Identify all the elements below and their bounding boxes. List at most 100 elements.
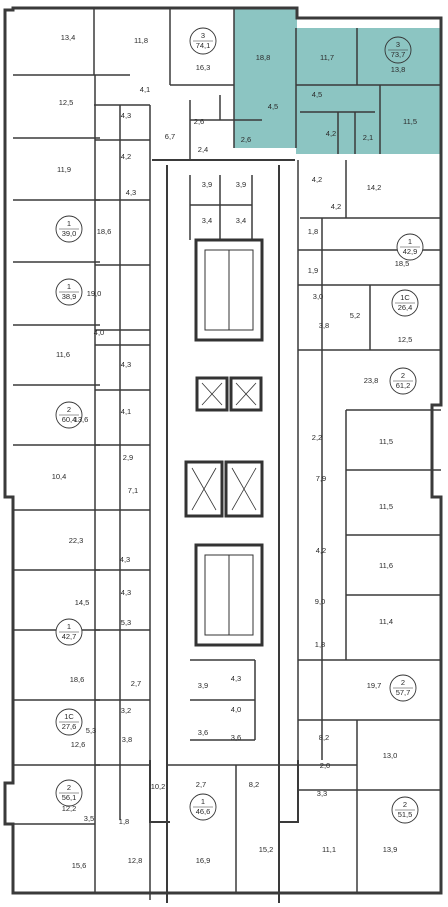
apartment-marker[interactable]: 139,0 — [55, 215, 83, 243]
apartment-area: 73,7 — [391, 50, 406, 59]
apartment-marker[interactable]: 251,5 — [391, 796, 419, 824]
room-area-label: 2,9 — [123, 453, 133, 462]
room-area-label: 4,3 — [126, 188, 136, 197]
room-area-label: 7,9 — [316, 474, 326, 483]
apartment-marker[interactable]: 256,1 — [55, 779, 83, 807]
room-area-label: 1,8 — [119, 817, 129, 826]
room-area-label: 11,6 — [379, 561, 393, 570]
room-area-label: 8,2 — [249, 780, 259, 789]
apartment-marker[interactable]: 146,6 — [189, 793, 217, 821]
apartment-area: 60,4 — [62, 415, 77, 424]
apartment-marker[interactable]: 138,9 — [55, 278, 83, 306]
room-area-label: 13,6 — [74, 415, 89, 424]
room-area-label: 3,4 — [236, 216, 246, 225]
apartment-rooms: 3 — [396, 40, 400, 49]
apartment-area: 46,6 — [196, 807, 211, 816]
interior-walls — [13, 8, 441, 900]
room-area-label: 3,8 — [122, 735, 132, 744]
room-area-label: 1,8 — [315, 640, 325, 649]
apartment-rooms: 2 — [67, 783, 71, 792]
room-area-label: 4,2 — [326, 129, 336, 138]
room-area-label: 14,2 — [367, 183, 382, 192]
room-area-label: 13,9 — [383, 845, 398, 854]
room-area-label: 3,5 — [84, 814, 94, 823]
apartment-marker[interactable]: 257,7 — [389, 674, 417, 702]
room-area-label: 12,8 — [128, 856, 143, 865]
room-area-label: 3,0 — [313, 292, 323, 301]
room-area-label: 5,2 — [350, 311, 360, 320]
apartment-rooms: 1 — [67, 622, 71, 631]
room-area-label: 4,2 — [331, 202, 341, 211]
room-area-label: 16,9 — [196, 856, 211, 865]
outer-walls — [3, 6, 443, 895]
room-area-label: 1,9 — [308, 266, 318, 275]
room-area-label: 4,1 — [121, 407, 131, 416]
room-area-label: 4,0 — [231, 705, 241, 714]
room-area-label: 4,2 — [312, 175, 322, 184]
stairwell-top — [194, 238, 264, 342]
room-area-label: 22,3 — [69, 536, 84, 545]
apartment-marker[interactable]: 142,9 — [396, 233, 424, 261]
elevators — [184, 376, 264, 518]
apartment-marker[interactable]: 260,4 — [55, 401, 83, 429]
apartment-rooms: 1 — [201, 797, 205, 806]
room-area-label: 18,5 — [395, 259, 410, 268]
room-area-label: 3,4 — [202, 216, 212, 225]
room-area-label: 13,4 — [61, 33, 76, 42]
room-area-label: 4,1 — [140, 85, 150, 94]
apartment-rooms: 2 — [401, 678, 405, 687]
apartment-area: 27,6 — [62, 722, 77, 731]
apartment-rooms: 1С — [64, 712, 74, 721]
apartment-area: 57,7 — [396, 688, 411, 697]
room-area-label: 4,3 — [231, 674, 241, 683]
room-area-label: 4,3 — [121, 588, 131, 597]
room-area-label: 2,1 — [363, 133, 373, 142]
room-area-label: 3,9 — [202, 180, 212, 189]
room-area-label: 5,3 — [121, 618, 131, 627]
room-area-label: 2,7 — [131, 679, 141, 688]
room-area-label: 4,2 — [316, 546, 326, 555]
room-area-label: 3,6 — [198, 728, 208, 737]
room-area-label: 2,6 — [194, 117, 204, 126]
room-area-label: 19,7 — [367, 681, 382, 690]
room-area-label: 3,2 — [121, 706, 131, 715]
room-area-label: 4,5 — [268, 102, 278, 111]
room-area-label: 7,1 — [128, 486, 138, 495]
apartment-rooms: 3 — [201, 31, 205, 40]
room-area-label: 15,2 — [259, 845, 274, 854]
room-area-label: 14,5 — [75, 598, 90, 607]
apartment-rooms: 2 — [403, 800, 407, 809]
room-area-label: 13,8 — [391, 65, 406, 74]
room-area-label: 19,0 — [87, 289, 102, 298]
apartment-area: 51,5 — [398, 810, 413, 819]
room-area-label: 10,4 — [52, 472, 67, 481]
apartment-rooms: 1 — [67, 219, 71, 228]
corridor-walls — [149, 159, 299, 903]
room-area-label: 11,7 — [320, 53, 334, 62]
apartment-marker[interactable]: 373,7 — [384, 36, 412, 64]
room-area-label: 1,8 — [308, 227, 318, 236]
room-area-label: 4,3 — [121, 360, 131, 369]
room-area-label: 23,8 — [364, 376, 379, 385]
room-area-label: 4,3 — [121, 111, 131, 120]
room-area-label: 11,1 — [322, 845, 336, 854]
room-area-label: 3,9 — [236, 180, 246, 189]
apartment-marker[interactable]: 142,7 — [55, 618, 83, 646]
stairwell-bottom — [194, 543, 264, 647]
apartment-marker[interactable]: 374,1 — [189, 27, 217, 55]
room-area-label: 2,0 — [320, 761, 330, 770]
room-area-label: 5,3 — [86, 726, 96, 735]
room-area-label: 11,4 — [379, 617, 393, 626]
room-area-label: 12,5 — [59, 98, 74, 107]
room-area-label: 3,3 — [317, 789, 327, 798]
apartment-rooms: 1С — [400, 293, 410, 302]
room-area-label: 11,5 — [379, 502, 393, 511]
apartment-area: 74,1 — [196, 41, 211, 50]
room-area-label: 8,2 — [319, 733, 329, 742]
apartment-area: 42,9 — [403, 247, 418, 256]
apartment-rooms: 1 — [408, 237, 412, 246]
apartment-marker[interactable]: 261,2 — [389, 367, 417, 395]
